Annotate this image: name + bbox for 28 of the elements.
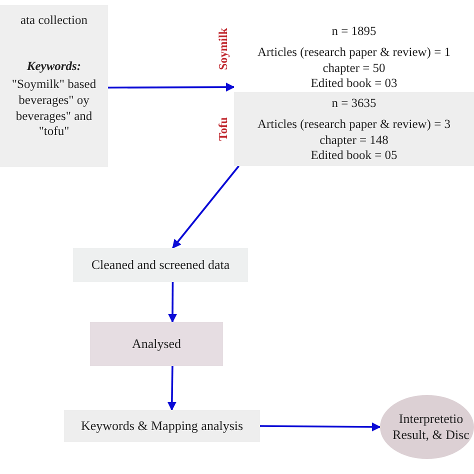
arrow — [172, 165, 240, 249]
node-text: Keywords: — [26, 58, 82, 75]
node-text: Articles (research paper & review) = 1 — [257, 44, 451, 61]
arrow — [260, 422, 381, 432]
node-text: n = 1895 — [332, 23, 376, 40]
node-text: Analysed — [132, 335, 182, 354]
node-text: chapter = 50 — [322, 60, 386, 76]
process-box — [64, 410, 260, 442]
node-text: "Soymilk" based beverages" oy beverages" and "tofu" — [10, 77, 98, 140]
node-text: Edited book = 05 — [310, 148, 398, 164]
node-text: Keywords & Mapping analysis — [80, 417, 244, 436]
arrow — [167, 366, 176, 411]
node-text: Result, & Disc — [392, 427, 470, 444]
node-text: Articles (research paper & review) = 3 — [257, 116, 451, 133]
node-text: Edited book = 03 — [310, 76, 398, 92]
side-label: Tofu — [215, 117, 231, 141]
side-label: Soymilk — [215, 28, 231, 70]
process-box — [0, 5, 108, 167]
arrow — [168, 282, 178, 323]
node-text: Cleaned and screened data — [91, 256, 230, 274]
result-band — [234, 92, 474, 166]
node-text: n = 3635 — [332, 95, 376, 112]
node-text: Interpretetio — [398, 410, 464, 427]
node-text: chapter = 148 — [320, 132, 388, 148]
arrow — [108, 82, 235, 92]
node-text: ata collection — [20, 13, 88, 29]
process-box — [90, 322, 223, 366]
process-box — [73, 248, 248, 282]
